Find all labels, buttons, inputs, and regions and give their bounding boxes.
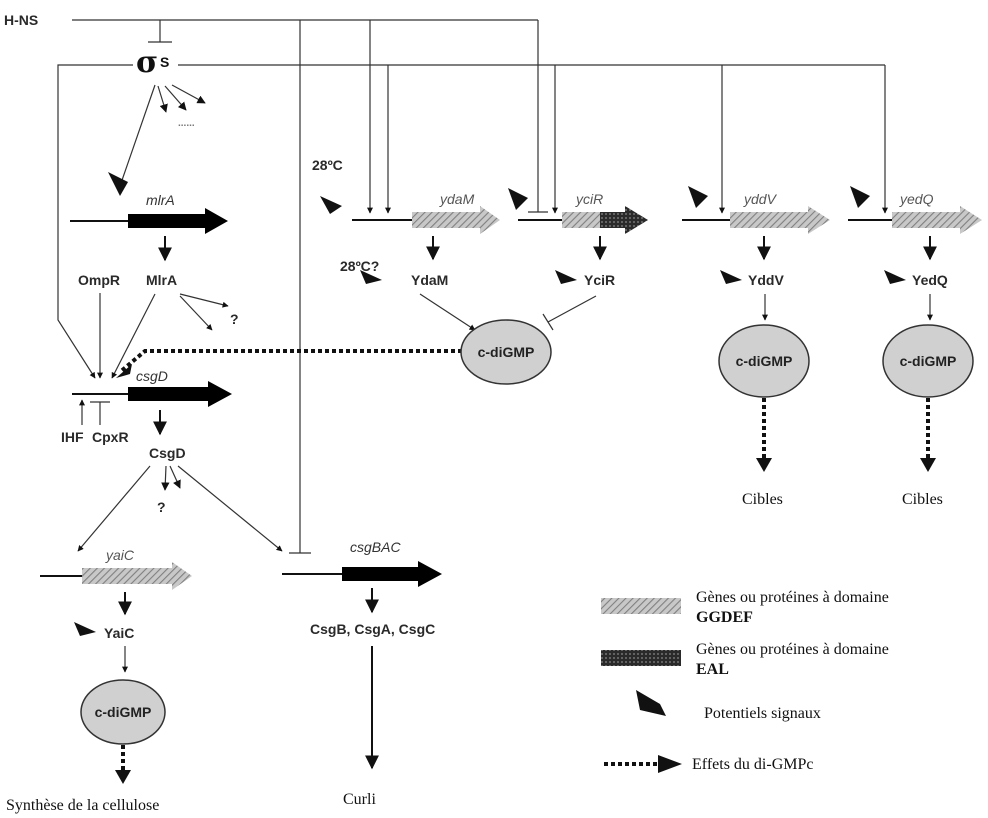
yedq-gene-label: yedQ xyxy=(899,191,934,207)
csgd-gene-label: csgD xyxy=(136,368,168,384)
signal-icon xyxy=(720,270,742,284)
ydam-gene-label: ydaM xyxy=(439,191,475,207)
legend-eal-swatch xyxy=(601,650,681,666)
cellulose-output: Synthèse de la cellulose xyxy=(6,797,159,814)
signal-icon xyxy=(688,186,708,208)
yddv-gene-label: yddV xyxy=(743,191,778,207)
yedq-targets-label: Cibles xyxy=(902,491,943,508)
yedq-cdigmp-label: c-diGMP xyxy=(900,353,957,369)
yaic-protein-label: YaiC xyxy=(104,625,134,641)
yaic-cdigmp-oval xyxy=(80,679,166,745)
csgbac-gene-arrow xyxy=(342,561,442,587)
csgbac-gene-label: csgBAC xyxy=(350,539,401,555)
ompr-label: OmpR xyxy=(78,272,120,288)
yaic-gene-label: yaiC xyxy=(105,547,135,563)
signal-icon xyxy=(108,172,128,196)
yedq-gene-arrow xyxy=(892,206,982,234)
signal-icon xyxy=(850,186,870,208)
legend-ggdef-text: Gènes ou protéines à domaine xyxy=(696,589,889,606)
cdigmp-csgd-effect xyxy=(118,349,462,374)
mlra-protein-label: MlrA xyxy=(146,272,177,288)
ycir-gene-eal xyxy=(600,206,648,234)
yedq-protein-label: YedQ xyxy=(912,272,948,288)
signal-icon xyxy=(508,188,528,210)
yddv-gene-arrow xyxy=(730,206,830,234)
sigma-csgd-arrow xyxy=(57,64,133,379)
cpxr-label: CpxR xyxy=(92,429,129,445)
legend-signal-icon xyxy=(636,690,666,716)
mlra-gene-label: mlrA xyxy=(146,192,175,208)
mlra-gene-arrow xyxy=(128,208,228,234)
yedq-cdigmp-oval xyxy=(882,324,974,398)
ihf-label: IHF xyxy=(61,429,84,445)
ycir-protein-label: YciR xyxy=(584,272,615,288)
csgd-csgbac-arrow xyxy=(177,465,283,552)
yddv-protein-label: YddV xyxy=(748,272,784,288)
legend: Gènes ou protéines à domaine GGDEF Gènes… xyxy=(601,589,889,773)
csgd-gene-arrow xyxy=(128,381,232,407)
csgd-protein-label: CsgD xyxy=(149,445,186,461)
sigma-mlra-arrow xyxy=(118,84,156,187)
ycir-gene-label: yciR xyxy=(575,191,603,207)
legend-ggdef-domain: GGDEF xyxy=(696,609,753,626)
hns-label: H-NS xyxy=(4,12,38,28)
signal-icon xyxy=(360,270,382,284)
ydam-gene-arrow xyxy=(412,206,500,234)
ydam-cdigmp-arrow xyxy=(419,293,476,331)
signal-icon xyxy=(884,270,906,284)
yddv-cdigmp-oval xyxy=(718,324,810,398)
curli-output: Curli xyxy=(343,791,376,808)
sigma-s-label: σ xyxy=(136,45,158,80)
csgd-yaic-arrow xyxy=(77,465,151,552)
signal-icon xyxy=(555,270,577,284)
mlra-unknown-target: ? xyxy=(230,311,239,327)
legend-eal-text: Gènes ou protéines à domaine xyxy=(696,641,889,658)
legend-ggdef-swatch xyxy=(601,598,681,614)
yddv-targets-label: Cibles xyxy=(742,491,783,508)
ydam-protein-label: YdaM xyxy=(411,272,448,288)
signal-icon xyxy=(74,622,96,636)
central-cdigmp-oval xyxy=(460,319,552,385)
legend-effect-arrowhead xyxy=(658,755,682,773)
yddv-cdigmp-label: c-diGMP xyxy=(736,353,793,369)
legend-signals-text: Potentiels signaux xyxy=(704,705,821,722)
sigma-ellipsis: ...... xyxy=(178,118,195,129)
temperature-28c-question: 28ºC? xyxy=(340,258,379,274)
legend-effects-text: Effets du di-GMPc xyxy=(692,756,813,773)
legend-eal-domain: EAL xyxy=(696,661,729,678)
central-cdigmp-label: c-diGMP xyxy=(478,344,535,360)
signal-icon xyxy=(320,196,342,214)
csgbac-products-label: CsgB, CsgA, CsgC xyxy=(310,621,435,637)
csgd-unknown-target: ? xyxy=(157,499,166,515)
yaic-cdigmp-label: c-diGMP xyxy=(95,704,152,720)
ycir-cdigmp-inhibit xyxy=(547,295,597,323)
sigma-s-superscript: S xyxy=(160,54,169,70)
yaic-gene-arrow xyxy=(82,562,192,590)
temperature-28c: 28ºC xyxy=(312,157,343,173)
